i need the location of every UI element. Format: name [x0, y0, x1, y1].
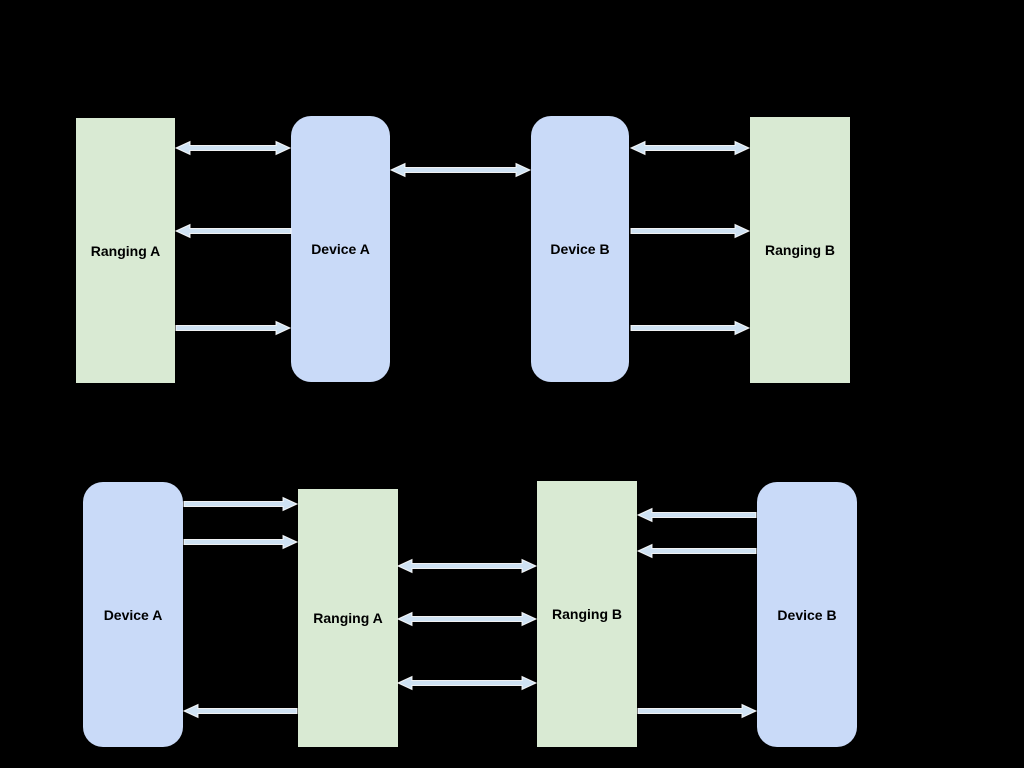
top-arrow-device-a-to-ranging-a [174, 223, 292, 239]
bottom-arrow-ranging-a-ranging-b-bidirectional-3 [396, 675, 538, 691]
top-arrow-ranging-a-device-a-bidirectional [174, 140, 292, 156]
bottom-arrow-ranging-a-ranging-b-bidirectional-2 [396, 611, 538, 627]
bottom-ranging-b-box: Ranging B [537, 481, 637, 747]
bottom-ranging-a-label: Ranging A [313, 610, 383, 626]
bottom-device-b-label: Device B [777, 606, 837, 623]
top-device-b-box: Device B [531, 116, 629, 382]
bottom-device-a-box: Device A [83, 482, 183, 747]
top-device-a-label: Device A [311, 241, 370, 257]
top-arrow-device-b-ranging-b-bidirectional [629, 140, 751, 156]
top-ranging-b-label: Ranging B [765, 242, 835, 258]
bottom-arrow-device-b-to-ranging-b-2 [636, 543, 757, 559]
bottom-device-b-box: Device B [757, 482, 857, 747]
bottom-arrow-device-a-to-ranging-a-1 [183, 496, 299, 512]
bottom-arrow-ranging-a-to-device-a [182, 703, 298, 719]
top-ranging-b-box: Ranging B [750, 117, 850, 383]
top-arrow-device-b-to-ranging-b-lower [630, 320, 751, 336]
top-device-a-box: Device A [291, 116, 390, 382]
bottom-ranging-a-box: Ranging A [298, 489, 398, 747]
bottom-arrow-device-b-to-ranging-b-1 [636, 507, 757, 523]
top-arrow-device-a-device-b-bidirectional [389, 162, 532, 178]
top-device-b-label: Device B [550, 241, 610, 257]
bottom-arrow-ranging-b-to-device-b [637, 703, 758, 719]
bottom-arrow-device-a-to-ranging-a-2 [183, 534, 299, 550]
bottom-device-a-label: Device A [103, 606, 163, 623]
bottom-arrow-ranging-a-ranging-b-bidirectional-1 [396, 558, 538, 574]
bottom-ranging-b-label: Ranging B [552, 606, 622, 622]
top-arrow-device-b-to-ranging-b-middle [630, 223, 751, 239]
top-ranging-a-label: Ranging A [90, 242, 161, 259]
top-ranging-a-box: Ranging A [76, 118, 175, 383]
top-arrow-ranging-a-to-device-a [175, 320, 292, 336]
